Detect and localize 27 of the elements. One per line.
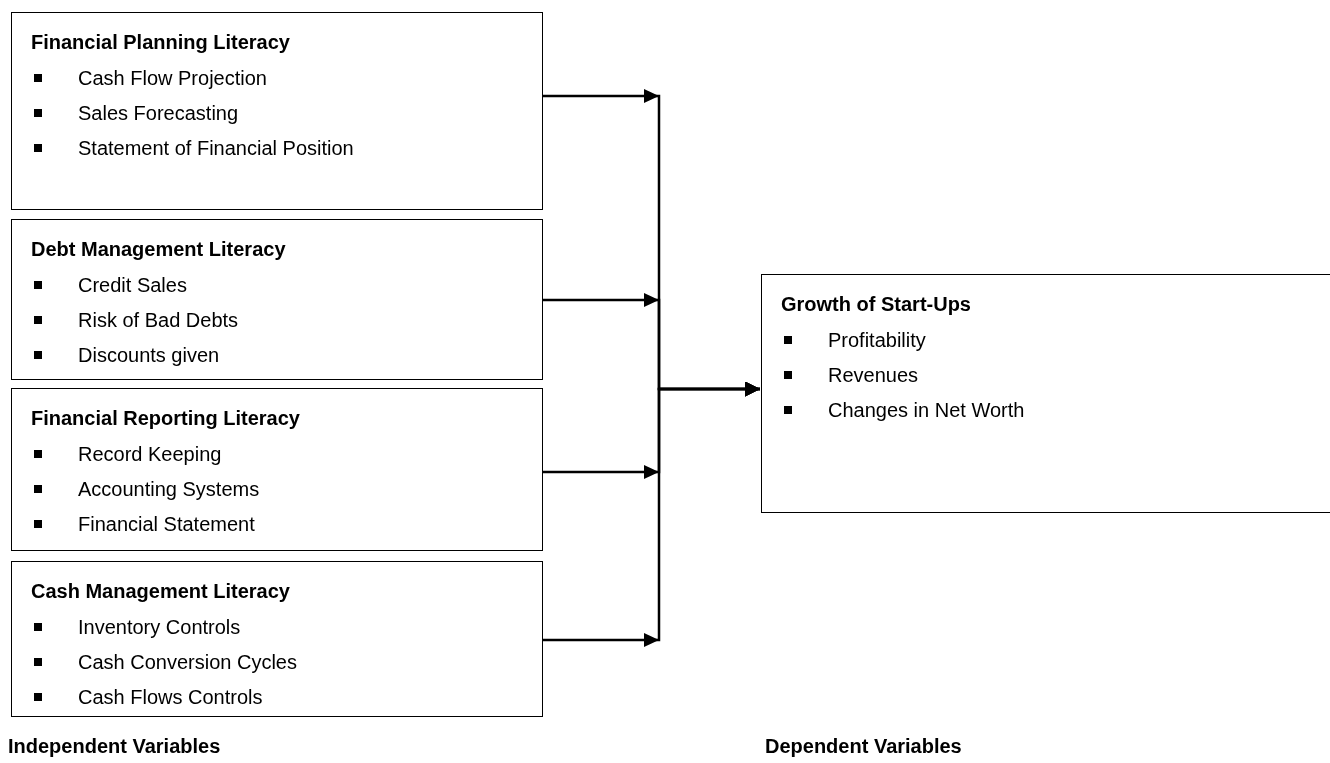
- list-item: Credit Sales: [78, 272, 187, 298]
- box-heading: Debt Management Literacy: [31, 237, 286, 262]
- list-item: Accounting Systems: [78, 476, 260, 502]
- box-heading: Financial Reporting Literacy: [31, 406, 300, 431]
- list-item: Cash Conversion Cycles: [78, 649, 297, 675]
- variable-box: [11, 388, 543, 551]
- section-label: Independent Variables: [8, 734, 221, 759]
- box-heading: Growth of Start-Ups: [781, 292, 971, 317]
- variable-box: [761, 274, 1330, 513]
- section-label: Dependent Variables: [765, 734, 962, 759]
- variable-box: [11, 219, 543, 380]
- list-item: Record Keeping: [78, 441, 222, 467]
- list-item: Financial Statement: [78, 511, 255, 537]
- variable-box: [11, 12, 543, 210]
- list-item: Inventory Controls: [78, 614, 241, 640]
- box-heading: Financial Planning Literacy: [31, 30, 290, 55]
- list-item: Risk of Bad Debts: [78, 307, 239, 333]
- list-item: Profitability: [828, 327, 926, 353]
- list-item: Cash Flow Projection: [78, 65, 267, 91]
- list-item: Revenues: [828, 362, 919, 388]
- variable-box: [11, 561, 543, 717]
- box-heading: Cash Management Literacy: [31, 579, 290, 604]
- list-item: Statement of Financial Position: [78, 135, 354, 161]
- list-item: Discounts given: [78, 342, 220, 368]
- list-item: Cash Flows Controls: [78, 684, 263, 710]
- list-item: Sales Forecasting: [78, 100, 239, 126]
- list-item: Changes in Net Worth: [828, 397, 1025, 423]
